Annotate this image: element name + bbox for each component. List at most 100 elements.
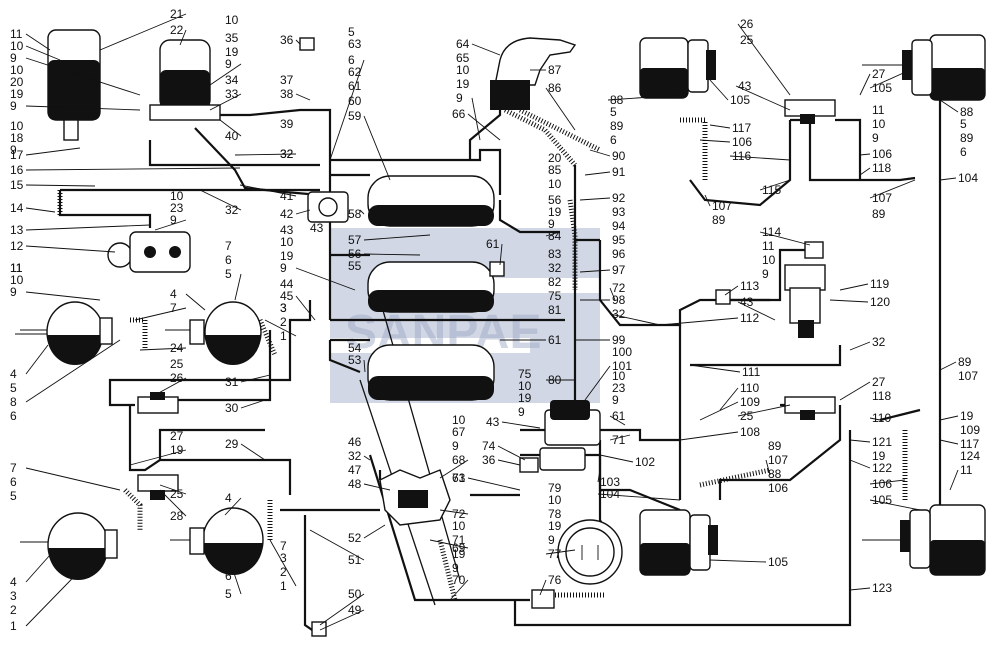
callout-23-1: 23 xyxy=(170,201,184,215)
leader-line-117-1 xyxy=(709,124,731,129)
callout-10-13: 10 xyxy=(548,493,562,507)
leader-line-106-3 xyxy=(859,153,871,156)
callout-58-1: 58 xyxy=(348,207,362,221)
callout-20-1: 20 xyxy=(10,75,24,89)
callout-9-4: 9 xyxy=(10,285,17,299)
leader-line-48-1 xyxy=(363,483,391,491)
leader-line-27-1 xyxy=(859,73,871,96)
leader-line-112-1 xyxy=(659,317,739,326)
callout-67-1: 67 xyxy=(452,425,466,439)
callout-13-1: 13 xyxy=(10,223,24,237)
callout-96-1: 96 xyxy=(612,247,626,261)
callout-6-4: 6 xyxy=(225,253,232,267)
callout-10-12: 10 xyxy=(452,519,466,533)
callout-85-1: 85 xyxy=(548,163,562,177)
leader-line-61-3 xyxy=(499,243,503,266)
callout-10-10: 10 xyxy=(518,379,532,393)
callout-113-1: 113 xyxy=(740,279,759,293)
callout-10-14: 10 xyxy=(612,369,626,383)
leader-line-49-1 xyxy=(319,609,365,631)
callout-2-2: 2 xyxy=(280,565,287,579)
callout-32-5: 32 xyxy=(348,449,362,463)
callout-32-4: 32 xyxy=(548,261,562,275)
callout-9-13: 9 xyxy=(548,533,555,547)
callout-10-8: 10 xyxy=(456,63,470,77)
brake-chamber-front-right-1 xyxy=(165,301,262,365)
callout-89-4: 89 xyxy=(872,207,886,221)
leader-line-89-6 xyxy=(939,361,957,371)
leader-line-36-2 xyxy=(497,459,521,466)
leader-line-22-1 xyxy=(179,29,187,46)
leader-line-32-7 xyxy=(849,341,871,351)
foot-brake-valve-101 xyxy=(539,400,601,471)
callout-34-1: 34 xyxy=(225,73,239,87)
callout-19-3: 19 xyxy=(280,249,294,263)
callout-72-1: 72 xyxy=(452,507,466,521)
callout-19-4: 19 xyxy=(456,77,470,91)
callout-55-1: 55 xyxy=(348,259,362,273)
leader-line-25-4 xyxy=(159,484,187,495)
callout-105-1: 105 xyxy=(730,93,750,107)
callout-16-1: 16 xyxy=(10,163,24,177)
leader-line-108-1 xyxy=(679,431,739,441)
leader-line-8-1 xyxy=(25,339,121,403)
valve-27-right-middle xyxy=(784,396,836,420)
callout-72-2: 72 xyxy=(612,281,626,295)
callout-8-1: 8 xyxy=(10,395,17,409)
callout-61-2: 61 xyxy=(548,333,562,347)
callout-19-2: 19 xyxy=(225,45,239,59)
callout-35-1: 35 xyxy=(225,31,239,45)
callout-56-2: 56 xyxy=(348,247,362,261)
callout-9-8: 9 xyxy=(456,91,463,105)
callout-43-2: 43 xyxy=(486,415,500,429)
callout-79-1: 79 xyxy=(548,481,562,495)
leader-line-27-2 xyxy=(839,381,871,401)
callout-19-10: 19 xyxy=(872,449,886,463)
callout-49-1: 49 xyxy=(348,603,362,617)
leader-line-15-1 xyxy=(25,184,96,187)
callout-106-2: 106 xyxy=(768,481,788,495)
callout-69-1: 69 xyxy=(452,541,466,555)
callout-105-3: 105 xyxy=(872,81,892,95)
callout-9-9: 9 xyxy=(548,217,555,231)
callout-24-1: 24 xyxy=(170,341,184,355)
leader-line-51-1 xyxy=(309,529,365,561)
callout-10-7: 10 xyxy=(170,189,184,203)
callout-89-2: 89 xyxy=(712,213,726,227)
callout-122-1: 122 xyxy=(872,461,892,475)
callout-101-1: 101 xyxy=(612,359,632,373)
leader-line-11-1 xyxy=(25,33,51,51)
callout-57-1: 57 xyxy=(348,233,362,247)
relay-valve-120 xyxy=(784,264,826,338)
leader-line-10-1 xyxy=(25,45,61,61)
leader-line-59-1 xyxy=(363,115,391,181)
leader-line-92-1 xyxy=(579,197,611,201)
leader-line-53-1 xyxy=(363,359,366,373)
callout-111-1: 111 xyxy=(742,365,761,379)
callout-32-2: 32 xyxy=(225,203,239,217)
callout-48-1: 48 xyxy=(348,477,362,491)
leader-line-102-1 xyxy=(599,454,634,463)
callout-11-1: 11 xyxy=(10,27,23,41)
callout-68-1: 68 xyxy=(452,453,466,467)
leader-line-111-1 xyxy=(689,364,741,373)
receiver-tank-59 xyxy=(367,175,495,227)
callout-61-4: 61 xyxy=(452,471,466,485)
callout-6-6: 6 xyxy=(10,409,17,423)
callout-10-11: 10 xyxy=(452,413,466,427)
callout-94-1: 94 xyxy=(612,219,626,233)
callout-20-2: 20 xyxy=(548,151,562,165)
callout-61-5: 61 xyxy=(612,409,626,423)
leader-line-31-1 xyxy=(240,374,271,383)
callout-118-2: 118 xyxy=(872,389,891,403)
leader-line-24-1 xyxy=(139,347,187,351)
callout-103-1: 103 xyxy=(600,475,620,489)
callout-2-1: 2 xyxy=(280,315,287,329)
callout-6-5: 6 xyxy=(225,569,232,583)
callout-1-2: 1 xyxy=(280,579,287,593)
callout-19-8: 19 xyxy=(548,519,562,533)
callout-87-1: 87 xyxy=(548,63,562,77)
callout-3-1: 3 xyxy=(280,301,287,315)
callout-19-6: 19 xyxy=(518,391,532,405)
compressor-12 xyxy=(107,231,191,273)
